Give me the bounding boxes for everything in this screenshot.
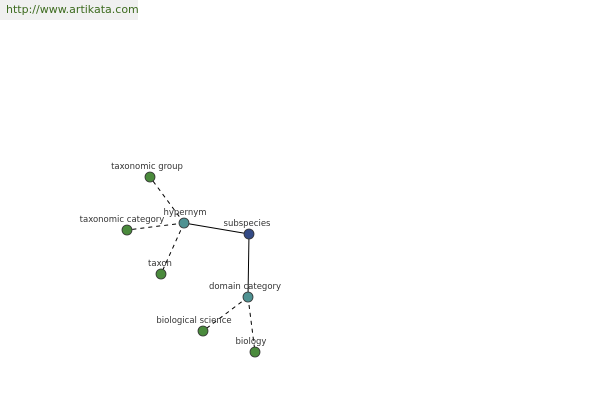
node-biology[interactable] xyxy=(249,346,261,358)
node-label-taxonomic-group[interactable]: taxonomic group xyxy=(111,162,183,172)
edge-domain-category-to-biological-science xyxy=(202,296,249,332)
node-label-biological-science[interactable]: biological science xyxy=(156,316,231,326)
node-label-hypernym[interactable]: hypernym xyxy=(163,208,206,218)
node-label-subspecies[interactable]: subspecies xyxy=(224,219,272,229)
node-hypernym[interactable] xyxy=(178,217,190,229)
edge-subspecies-to-domain-category xyxy=(247,233,250,298)
node-label-biology[interactable]: biology xyxy=(236,337,267,347)
edge-hypernym-to-taxonomic-category xyxy=(126,222,185,231)
edges-layer xyxy=(126,176,256,353)
node-subspecies[interactable] xyxy=(243,228,255,240)
labels-layer: subspecies hypernym domain category taxonom… xyxy=(80,162,281,347)
nodes-layer xyxy=(121,171,261,358)
node-label-domain-category[interactable]: domain category xyxy=(209,282,281,292)
edge-domain-category-to-biology xyxy=(247,296,256,353)
node-taxon[interactable] xyxy=(155,268,167,280)
source-url-link[interactable]: http://www.artikata.com xyxy=(6,3,139,16)
node-biological-science[interactable] xyxy=(197,325,209,337)
node-label-taxonomic-category[interactable]: taxonomic category xyxy=(80,215,165,225)
node-domain-category[interactable] xyxy=(242,291,254,303)
edge-subspecies-to-hypernym xyxy=(183,222,250,235)
node-taxonomic-category[interactable] xyxy=(121,224,133,236)
edge-hypernym-to-taxonomic-group xyxy=(149,176,185,224)
source-url-bar: http://www.artikata.com xyxy=(0,0,139,20)
edge-hypernym-to-taxon xyxy=(160,222,185,275)
node-label-taxon[interactable]: taxon xyxy=(148,259,172,269)
node-taxonomic-group[interactable] xyxy=(144,171,156,183)
